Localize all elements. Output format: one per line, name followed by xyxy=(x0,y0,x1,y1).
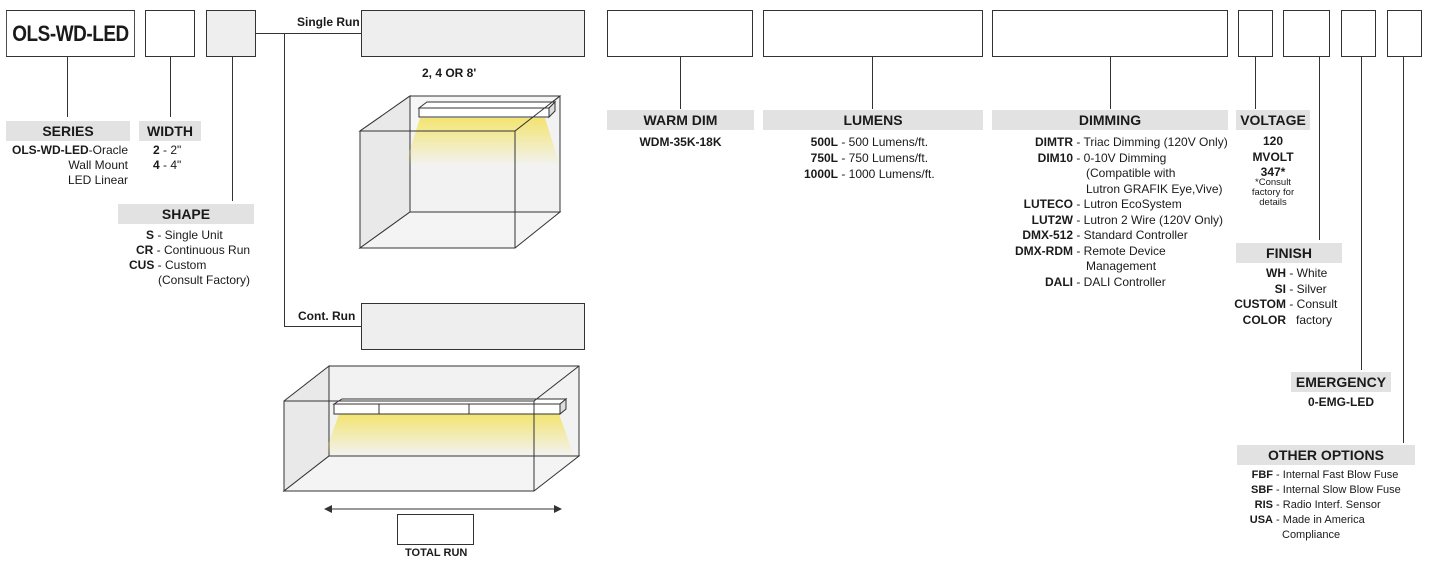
total-run-box[interactable] xyxy=(397,514,474,545)
lumens-connector xyxy=(872,57,873,109)
lumens-row-750: 750L - 750 Lumens/ft. xyxy=(810,151,929,165)
lumens-header: LUMENS xyxy=(763,110,983,130)
lumens-row-500: 500L - 500 Lumens/ft. xyxy=(810,135,929,149)
single-run-length-box[interactable] xyxy=(361,10,585,57)
dimming-list: DIMTR - Triac Dimming (120V Only) DIM10 … xyxy=(985,135,1228,290)
cont-run-length-box[interactable] xyxy=(361,303,585,350)
finish-row-color: COLOR factory xyxy=(1242,312,1333,327)
warm-dim-connector xyxy=(680,57,681,109)
series-desc-text: -Oracle xyxy=(88,143,128,157)
width-code-box[interactable] xyxy=(145,10,195,57)
width-item-4: 4 - 4" xyxy=(153,158,182,172)
other-options-row-usa-cont: Compliance xyxy=(1282,529,1341,541)
cont-run-connector xyxy=(284,326,361,327)
single-run-sizes: 2, 4 OR 8' xyxy=(422,66,477,80)
single-run-connector xyxy=(284,33,361,34)
voltage-item-mvolt: MVOLT xyxy=(1252,150,1294,164)
run-branch-h xyxy=(256,33,284,34)
series-code-box: OLS-WD-LED xyxy=(6,10,135,57)
width-item-2: 2 - 2" xyxy=(153,143,182,157)
dimming-code-box[interactable] xyxy=(992,10,1228,57)
dimming-row-lut2w: LUT2W - Lutron 2 Wire (120V Only) xyxy=(1031,212,1224,227)
warm-dim-header: WARM DIM xyxy=(607,110,754,130)
single-run-illustration xyxy=(358,95,562,249)
dimming-row-luteco: LUTECO - Lutron EcoSystem xyxy=(1023,197,1182,211)
dimming-row-dim10-cont1: (Compatible with xyxy=(1086,166,1176,180)
shape-code-box[interactable] xyxy=(206,10,256,57)
dimming-row-dim10-cont2: Lutron GRAFIK Eye,Vive) xyxy=(1086,181,1223,196)
finish-row-si: SI - Silver xyxy=(1274,281,1327,296)
shape-item-cus: CUS - Custom xyxy=(129,258,207,272)
voltage-item-347: 347* xyxy=(1260,165,1286,179)
shape-header: SHAPE xyxy=(118,204,254,224)
shape-extra: (Consult Factory) xyxy=(158,273,251,287)
run-branch-v xyxy=(284,33,285,327)
shape-item-s: S - Single Unit xyxy=(146,228,223,242)
single-run-label: Single Run xyxy=(297,15,360,29)
series-code: OLS-WD-LED xyxy=(12,143,89,157)
dimming-row-dmx512: DMX-512 - Standard Controller xyxy=(1022,228,1188,242)
voltage-code-box[interactable] xyxy=(1238,10,1273,57)
finish-header: FINISH xyxy=(1236,243,1342,263)
dimming-row-dali: DALI - DALI Controller xyxy=(1045,274,1166,289)
lumens-code-box[interactable] xyxy=(763,10,983,57)
emergency-header: EMERGENCY xyxy=(1291,372,1391,392)
warm-dim-value: WDM-35K-18K xyxy=(639,135,722,149)
shape-item-cr: CR - Continuous Run xyxy=(136,243,251,257)
voltage-header: VOLTAGE xyxy=(1236,110,1310,130)
dimming-row-dmxrdm-cont: Management xyxy=(1086,259,1157,273)
dimming-row-dimtr: DIMTR - Triac Dimming (120V Only) xyxy=(1035,135,1228,149)
finish-row-custom: CUSTOM - Consult xyxy=(1234,297,1338,311)
total-run-arrow xyxy=(324,505,562,513)
series-desc: OLS-WD-LED-Oracle xyxy=(10,143,128,159)
series-header: SERIES xyxy=(6,121,130,141)
width-connector xyxy=(170,57,171,117)
finish-connector xyxy=(1319,57,1320,240)
finish-list: WH - White SI - Silver CUSTOM - Consult … xyxy=(1226,266,1337,328)
other-options-code-box[interactable] xyxy=(1387,10,1422,57)
lumens-row-1000: 1000L - 1000 Lumens/ft. xyxy=(803,167,935,181)
other-options-row-usa: USA - Made in America xyxy=(1249,514,1365,526)
emergency-value: 0-EMG-LED xyxy=(1308,395,1374,409)
other-options-header: OTHER OPTIONS xyxy=(1237,445,1415,465)
cont-run-label: Cont. Run xyxy=(298,309,356,323)
other-options-list: FBF - Internal Fast Blow Fuse SBF - Inte… xyxy=(1237,468,1401,543)
finish-code-box[interactable] xyxy=(1283,10,1330,57)
dimming-connector xyxy=(1110,57,1111,109)
voltage-item-120: 120 xyxy=(1262,134,1284,148)
other-options-row-sbf: SBF - Internal Slow Blow Fuse xyxy=(1251,484,1401,496)
series-line-1: Wall Mount xyxy=(68,158,128,172)
voltage-note: *Consult factory for details xyxy=(1251,177,1295,208)
emergency-connector xyxy=(1361,57,1362,370)
voltage-connector xyxy=(1255,57,1256,109)
cont-run-illustration xyxy=(282,364,581,493)
shape-connector xyxy=(232,57,233,201)
other-options-row-fbf: FBF - Internal Fast Blow Fuse xyxy=(1251,469,1399,481)
warm-dim-code-box[interactable] xyxy=(607,10,753,57)
dimming-row-dim10: DIM10 - 0-10V Dimming xyxy=(1037,150,1167,165)
series-line-2: LED Linear xyxy=(67,173,128,187)
finish-row-wh: WH - White xyxy=(1266,266,1328,280)
series-connector xyxy=(67,57,68,117)
dimming-header: DIMMING xyxy=(992,110,1228,130)
other-options-connector xyxy=(1403,57,1404,443)
other-options-row-ris: RIS - Radio Interf. Sensor xyxy=(1254,499,1381,511)
total-run-label: TOTAL RUN xyxy=(405,547,468,559)
dimming-row-dmxrdm: DMX-RDM - Remote Device xyxy=(1015,243,1166,258)
emergency-code-box[interactable] xyxy=(1341,10,1376,57)
width-header: WIDTH xyxy=(139,121,201,141)
